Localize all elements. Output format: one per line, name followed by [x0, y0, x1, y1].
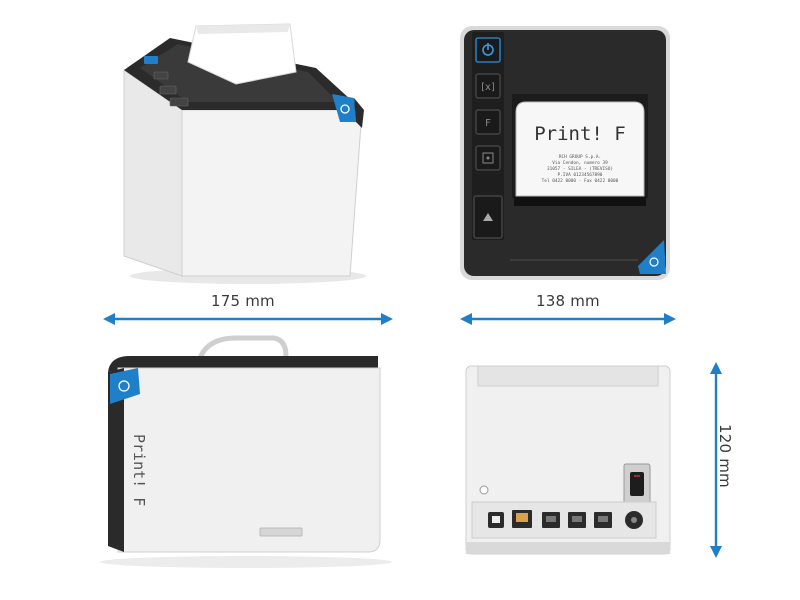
top-lip — [477, 365, 659, 387]
corner-edge — [354, 98, 364, 128]
receipt-line-2: Via Cendon, numero 39 — [552, 160, 608, 166]
printer-top-view: [x] F Print! F RCH GROUP S.p.A. Via Cend… — [458, 24, 672, 282]
printer-rear-view — [464, 360, 672, 558]
brand-badge-icon — [638, 240, 666, 274]
screw-icon — [479, 485, 489, 495]
height-dimension-arrow — [710, 362, 722, 558]
front-face — [181, 109, 363, 277]
brand-badge-icon — [332, 94, 356, 122]
function-button-icon — [159, 85, 177, 95]
eject-button-icon — [169, 97, 189, 107]
receipt-line-5: Tel 0422 0000 - Fax 0422 0000 — [542, 178, 619, 184]
logo-mark-icon — [649, 257, 659, 267]
feed-button-icon — [153, 71, 169, 80]
brand-badge-icon — [110, 368, 140, 404]
function-f-icon: F — [485, 118, 491, 129]
power-button-icon — [144, 56, 158, 64]
cutter-lip — [514, 196, 646, 206]
printer-side-view: Print! F — [96, 334, 392, 570]
paper-exit-slot — [259, 527, 303, 537]
width-dimension-arrow — [103, 313, 393, 325]
receipt-roll — [515, 101, 645, 197]
side-body — [117, 367, 381, 553]
printer-rear-illustration — [465, 365, 671, 555]
key-button-1 — [475, 73, 501, 99]
key-button-2 — [475, 109, 501, 135]
receipt-line-4: P.IVA 01234567890 — [558, 172, 603, 178]
printer-perspective-view — [118, 18, 368, 286]
depth-dimension-label: 138 mm — [536, 292, 600, 310]
square-dot-icon — [482, 152, 494, 164]
logo-mark-icon — [118, 380, 130, 392]
bracket-x-icon: [x] — [481, 82, 495, 93]
printer-perspective-illustration — [123, 23, 366, 284]
paper-loop — [197, 335, 289, 360]
printer-side-illustration: Print! F — [100, 335, 392, 568]
receipt-line-3: 31057 - SILEA - (TREVISO) — [547, 166, 613, 172]
depth-dimension-arrow — [460, 313, 676, 325]
side-brand-label: Print! F — [130, 434, 148, 506]
front-edge — [108, 368, 124, 552]
receipt-paper — [187, 23, 297, 85]
printer-top-illustration: [x] F Print! F RCH GROUP S.p.A. Via Cend… — [460, 26, 670, 280]
logo-mark-icon — [340, 104, 350, 114]
base-strip — [466, 542, 670, 554]
width-dimension-label: 175 mm — [211, 292, 275, 310]
paper-curl — [196, 24, 290, 34]
height-dimension-label: 120 mm — [716, 424, 734, 488]
receipt-brand: Print! F — [534, 123, 626, 145]
power-switch-icon — [630, 472, 644, 496]
receipt-line-1: RCH GROUP S.p.A. — [559, 154, 601, 160]
floor-shadow — [100, 556, 392, 568]
eject-icon — [483, 213, 493, 221]
